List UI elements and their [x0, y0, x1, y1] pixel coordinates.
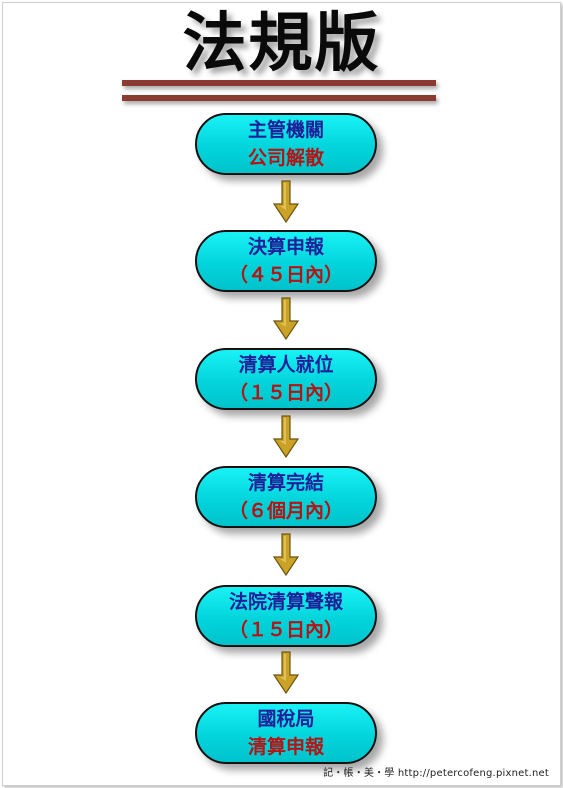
title-rule-bottom [122, 95, 436, 101]
step-1-line1: 主管機關 [247, 119, 324, 141]
down-arrow-icon [272, 180, 300, 224]
down-arrow-icon [272, 297, 300, 341]
step-3-line1: 清算人就位 [238, 354, 334, 376]
page-title: 法規版 [182, 7, 381, 81]
step-5-line1: 法院清算聲報 [228, 591, 343, 613]
step-4-line2: （６個月內） [228, 500, 343, 522]
step-3-line2: （１５日內） [228, 382, 343, 404]
step-2-line2: （４５日內） [228, 264, 343, 286]
title-rule-top [122, 80, 436, 86]
step-box-3: 清算人就位 （１５日內） [195, 348, 377, 410]
down-arrow-icon [272, 415, 300, 459]
step-box-1: 主管機關 公司解散 [195, 113, 377, 175]
step-6-line2: 清算申報 [247, 736, 324, 758]
step-6-line1: 國稅局 [257, 708, 315, 730]
watermark: 記・帳・美・學 http://petercofeng.pixnet.net [323, 768, 549, 779]
step-box-4: 清算完結 （６個月內） [195, 466, 377, 528]
step-5-line2: （１５日內） [228, 619, 343, 641]
step-1-line2: 公司解散 [247, 147, 324, 169]
step-box-6: 國稅局 清算申報 [195, 702, 377, 764]
down-arrow-icon [272, 533, 300, 577]
step-box-2: 決算申報 （４５日內） [195, 230, 377, 292]
down-arrow-icon [272, 651, 300, 695]
step-box-5: 法院清算聲報 （１５日內） [195, 585, 377, 647]
step-2-line1: 決算申報 [247, 236, 324, 258]
step-4-line1: 清算完結 [247, 472, 324, 494]
